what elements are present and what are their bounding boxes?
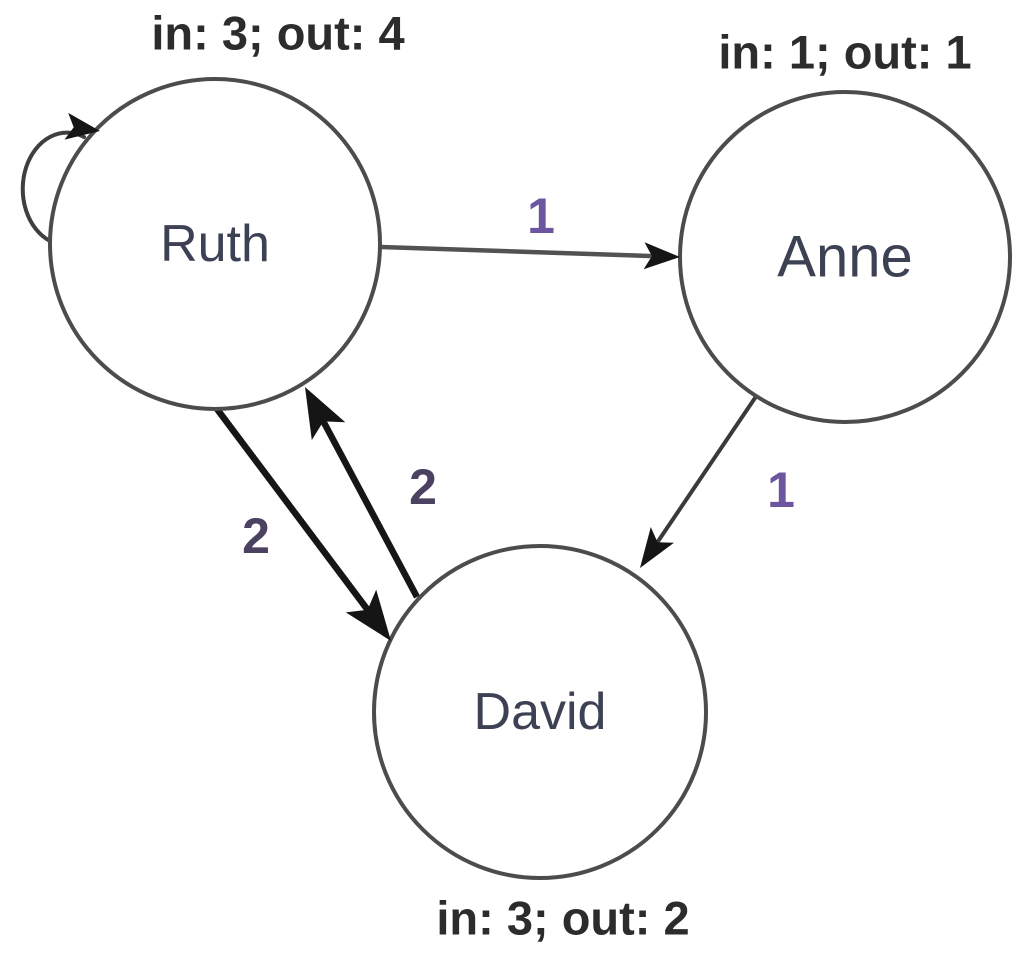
edge-ruth-david-weight-label: 2 [242, 508, 270, 564]
edge-ruth-anne-line [379, 244, 661, 259]
edge-ruth-anne-weight-label: 1 [527, 188, 555, 244]
edge-ruth-david-arrowhead-icon [345, 589, 391, 641]
edge-ruth-self-loop [20, 130, 86, 243]
node-ruth-degree-label: in: 3; out: 4 [151, 7, 404, 60]
edge-david-ruth-arrowhead-icon [305, 387, 346, 441]
node-ruth-circle [48, 77, 382, 411]
edge-anne-david-line [650, 393, 759, 551]
edge-ruth-anne-arrowhead-icon [643, 242, 680, 270]
edge-david-ruth-line [315, 409, 420, 599]
node-david-degree-label: in: 3; out: 2 [436, 892, 689, 945]
node-anne-label: Anne [777, 225, 912, 290]
node-david-label: David [474, 683, 607, 741]
node-anne-degree-label: in: 1; out: 1 [718, 26, 971, 79]
edge-anne-david-arrowhead-icon [640, 527, 674, 568]
node-david-circle [372, 544, 708, 880]
edge-ruth-self-arrowhead-icon [64, 112, 100, 140]
edge-david-ruth-weight-label: 2 [409, 459, 437, 515]
node-ruth-label: Ruth [160, 215, 270, 273]
edge-ruth-david-line [214, 407, 378, 621]
edge-anne-david-weight-label: 1 [767, 462, 795, 518]
